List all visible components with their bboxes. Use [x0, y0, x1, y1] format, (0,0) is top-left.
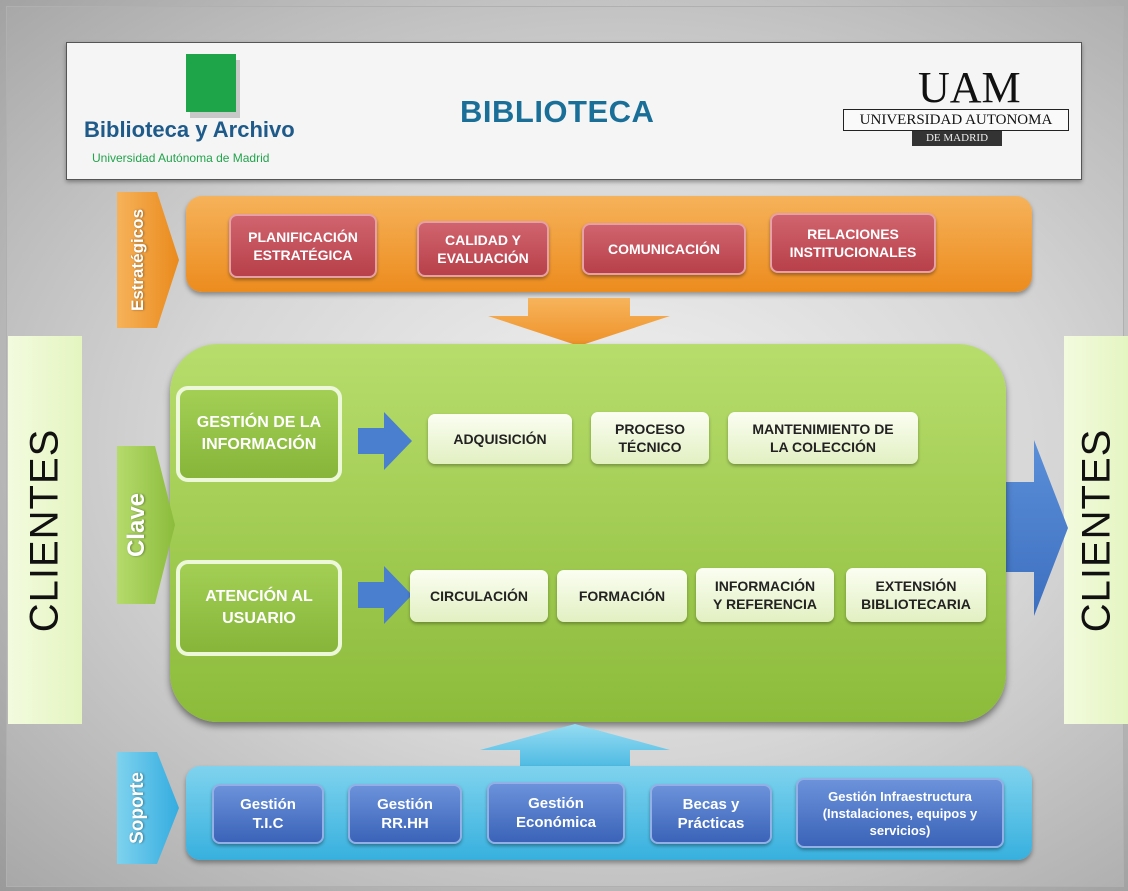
clientes-right: CLIENTES	[1064, 336, 1128, 724]
process-gestion-infraestructura: Gestión Infraestructura(Instalaciones, e…	[796, 778, 1004, 848]
item-adquisicion: ADQUISICIÓN	[428, 414, 572, 464]
box-line: FORMACIÓN	[578, 588, 666, 604]
box-line: Prácticas	[677, 815, 745, 832]
estrategicos-tag: Estratégicos	[117, 192, 181, 328]
estrategicos-tag-label: Estratégicos	[128, 208, 148, 312]
item-extension-bibliotecaria: EXTENSIÓN BIBLIOTECARIA	[846, 568, 986, 622]
box-line: T.I.C	[252, 815, 284, 832]
library-logo-subtitle: Universidad Autónoma de Madrid	[92, 151, 270, 165]
library-logo-icon	[186, 54, 236, 112]
box-line: TÉCNICO	[618, 439, 682, 455]
atencion-arrow-icon	[358, 566, 412, 624]
box-line: Becas y	[682, 796, 740, 813]
box-line: INFORMACIÓN	[201, 436, 317, 453]
box-line: Y REFERENCIA	[713, 596, 817, 612]
box-line: RR.HH	[381, 815, 429, 832]
box-line: Gestión	[528, 795, 584, 812]
soporte-tag-shape	[117, 752, 179, 864]
right-arrow-icon	[1004, 440, 1068, 616]
down-arrow-icon	[488, 298, 670, 346]
box-line: COMUNICACIÓN	[608, 241, 720, 257]
box-line: Gestión	[240, 796, 296, 813]
box-line: Económica	[515, 814, 597, 831]
item-formacion: FORMACIÓN	[557, 570, 687, 622]
box-line: Gestión	[377, 796, 433, 813]
soporte-tag: Soporte	[117, 752, 181, 864]
page-title: BIBLIOTECA	[460, 94, 655, 129]
box-line: GESTIÓN DE LA	[196, 414, 322, 431]
box-line: CIRCULACIÓN	[430, 588, 528, 604]
box-line: Gestión Infraestructura	[828, 788, 972, 804]
box-line: servicios)	[869, 822, 931, 838]
process-becas-practicas: Becas y Prácticas	[650, 784, 772, 844]
box-line: BIBLIOTECARIA	[861, 596, 971, 612]
soporte-tag-label: Soporte	[127, 772, 148, 844]
box-line: (Instalaciones, equipos y	[822, 805, 978, 821]
process-comunicacion: COMUNICACIÓN	[582, 223, 746, 275]
process-calidad-evaluacion: CALIDAD Y EVALUACIÓN	[417, 221, 549, 277]
clientes-left: CLIENTES	[8, 336, 82, 724]
uam-logo-letters: UAM	[918, 63, 1021, 112]
box-line: INFORMACIÓN	[714, 578, 816, 594]
box-line: USUARIO	[222, 610, 296, 627]
gestion-informacion-head: GESTIÓN DE LA INFORMACIÓN	[176, 386, 342, 482]
box-line: CALIDAD Y	[445, 232, 521, 248]
box-line: EVALUACIÓN	[437, 250, 529, 266]
atencion-usuario-head: ATENCIÓN AL USUARIO	[176, 560, 342, 656]
library-logo-title: Biblioteca y Archivo	[84, 117, 295, 142]
clave-tag-label: Clave	[123, 492, 151, 558]
box-line: INSTITUCIONALES	[789, 244, 917, 260]
clave-tag: Clave	[117, 446, 177, 604]
box-line: ADQUISICIÓN	[453, 431, 547, 447]
clientes-left-label: CLIENTES	[22, 428, 67, 632]
box-line: LA COLECCIÓN	[769, 439, 877, 455]
process-planificacion-estrategica: PLANIFICACIÓN ESTRATÉGICA	[229, 214, 377, 278]
uam-logo-name: UNIVERSIDAD AUTONOMA	[843, 109, 1069, 131]
box-line: PROCESO	[614, 421, 685, 437]
clientes-right-label: CLIENTES	[1074, 428, 1119, 632]
item-informacion-referencia: INFORMACIÓN Y REFERENCIA	[696, 568, 834, 622]
gestion-arrow-icon	[358, 412, 412, 470]
item-mantenimiento-coleccion: MANTENIMIENTO DE LA COLECCIÓN	[728, 412, 918, 464]
uam-logo-city: DE MADRID	[912, 131, 1002, 146]
box-line: EXTENSIÓN	[875, 578, 957, 594]
item-proceso-tecnico: PROCESO TÉCNICO	[591, 412, 709, 464]
item-circulacion: CIRCULACIÓN	[410, 570, 548, 622]
box-line: MANTENIMIENTO DE	[752, 421, 894, 437]
up-arrow-icon	[480, 724, 670, 770]
box-line: RELACIONES	[807, 226, 899, 242]
box-line: ATENCIÓN AL	[205, 588, 313, 605]
clave-tag-shape	[117, 446, 175, 604]
box-line: PLANIFICACIÓN	[248, 229, 358, 245]
estrategicos-tag-shape	[117, 192, 179, 328]
box-line: ESTRATÉGICA	[253, 247, 353, 263]
process-relaciones-institucionales: RELACIONES INSTITUCIONALES	[770, 213, 936, 273]
